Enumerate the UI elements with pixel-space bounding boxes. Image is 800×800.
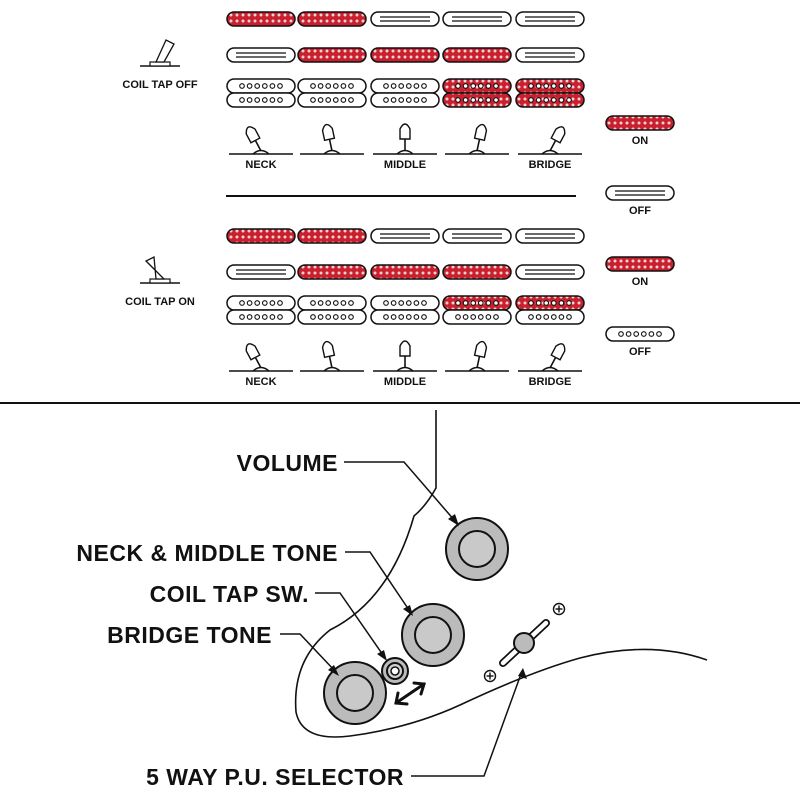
bridge-tone-leader-line	[280, 633, 336, 672]
neck-pickup-indicator	[226, 11, 296, 27]
guitar-body-outline	[294, 410, 708, 738]
neck-pickup-indicator	[370, 11, 440, 27]
middle-pickup-indicator	[370, 264, 440, 280]
middle-pickup-indicator	[442, 47, 512, 63]
middle-pickup-indicator	[515, 47, 585, 63]
middle-pickup-indicator	[370, 47, 440, 63]
selector-position-label: MIDDLE	[384, 159, 426, 171]
switch-chart-section: COIL TAP OFF NECK MIDDLE BRIDGE	[122, 11, 585, 171]
legend-label: ON	[632, 276, 649, 288]
legend-item: ON	[605, 115, 675, 147]
legend-label: OFF	[629, 205, 651, 217]
bridge-humbucker-indicator	[370, 295, 440, 325]
selector-position-label: MIDDLE	[384, 376, 426, 388]
selector-lever-icon	[229, 126, 293, 155]
neck-pickup-indicator	[515, 11, 585, 27]
selector-lever-icon	[373, 123, 437, 155]
neck-pickup-indicator	[370, 228, 440, 244]
plus-icon	[552, 602, 566, 616]
neck-middle-tone-knob[interactable]	[401, 603, 465, 667]
bridge-humbucker-indicator	[226, 295, 296, 325]
selector-position-label: BRIDGE	[529, 376, 572, 388]
selector-switch[interactable]	[499, 619, 550, 667]
neck-pickup-indicator	[442, 11, 512, 27]
switch-chart-section: COIL TAP ON NECK MIDDLE BRIDGE	[125, 228, 585, 388]
legend-item: ON	[605, 256, 675, 288]
pickup-switching-chart: COIL TAP OFF NECK MIDDLE BRIDGE COIL TAP ON N…	[122, 11, 675, 388]
middle-pickup-indicator	[297, 264, 367, 280]
neck-pickup-indicator	[442, 228, 512, 244]
selector-lever-icon	[300, 123, 364, 155]
neck-middle-tone-label: NECK & MIDDLE TONE	[76, 540, 338, 566]
selector-lever-icon	[229, 343, 293, 372]
bridge-humbucker-indicator	[370, 78, 440, 108]
neck-middle-tone-leader-line	[345, 551, 410, 611]
neck-pickup-indicator	[297, 228, 367, 244]
bridge-humbucker-indicator	[297, 78, 367, 108]
coil-tap-mode-label: COIL TAP ON	[125, 296, 195, 308]
selector-position-label: NECK	[245, 376, 276, 388]
legend-item: OFF	[605, 185, 675, 217]
selector-lever-icon	[518, 343, 582, 372]
selector-lever-icon	[518, 126, 582, 155]
toggle-switch-icon	[140, 255, 180, 284]
double-arrow-icon	[394, 681, 426, 706]
neck-pickup-indicator	[515, 228, 585, 244]
coil-tap-switch[interactable]	[381, 657, 409, 685]
neck-pickup-indicator	[297, 11, 367, 27]
volume-knob[interactable]	[445, 517, 509, 581]
bridge-humbucker-indicator	[226, 78, 296, 108]
middle-pickup-indicator	[515, 264, 585, 280]
selector-lever-icon	[373, 340, 437, 372]
plus-icon	[483, 669, 497, 683]
selector-position-label: NECK	[245, 159, 276, 171]
coil-tap-mode-label: COIL TAP OFF	[122, 79, 197, 91]
selector-lever-icon	[445, 123, 509, 155]
volume-label: VOLUME	[237, 450, 338, 476]
bridge-humbucker-indicator	[442, 295, 512, 325]
volume-leader-line	[344, 461, 456, 522]
bridge-humbucker-indicator	[515, 295, 585, 325]
legend-swatch	[605, 256, 675, 272]
middle-pickup-indicator	[297, 47, 367, 63]
middle-pickup-indicator	[442, 264, 512, 280]
bridge-tone-knob[interactable]	[323, 661, 387, 725]
middle-pickup-indicator	[226, 47, 296, 63]
legend-swatch	[605, 115, 675, 131]
selector-lever-icon	[445, 340, 509, 372]
legend-swatch	[605, 185, 675, 201]
bridge-tone-label: BRIDGE TONE	[107, 622, 272, 648]
bridge-humbucker-indicator	[297, 295, 367, 325]
bridge-humbucker-indicator	[515, 78, 585, 108]
middle-pickup-indicator	[226, 264, 296, 280]
selector-lever-icon	[300, 340, 364, 372]
selector-label: 5 WAY P.U. SELECTOR	[146, 764, 404, 790]
bridge-humbucker-indicator	[442, 78, 512, 108]
toggle-switch-icon	[140, 39, 180, 67]
legend-label: ON	[632, 135, 649, 147]
selector-leader-line	[411, 673, 522, 777]
chart-legend: ON OFF ON OFF	[605, 115, 675, 358]
legend-item: OFF	[605, 326, 675, 358]
selector-position-label: BRIDGE	[529, 159, 572, 171]
legend-label: OFF	[629, 346, 651, 358]
neck-pickup-indicator	[226, 228, 296, 244]
coil-tap-label: COIL TAP SW.	[150, 581, 309, 607]
coil-tap-leader-line	[315, 592, 384, 656]
